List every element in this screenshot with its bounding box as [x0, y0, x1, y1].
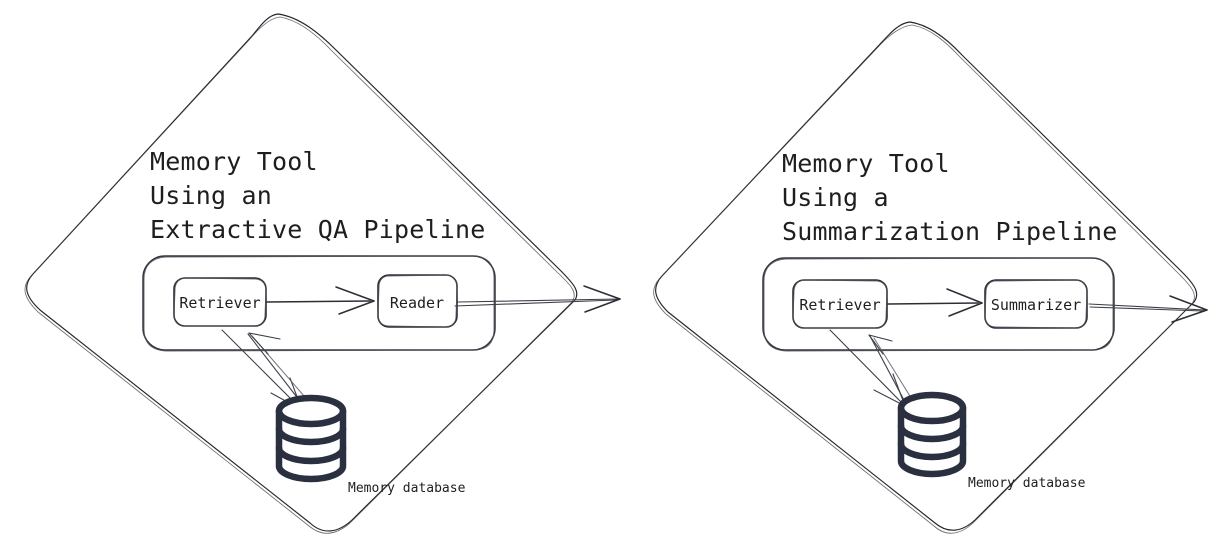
edge-reader-to-output-sketch [454, 299, 617, 307]
pipeline-container-sketch [143, 255, 495, 352]
pipeline-container [142, 255, 496, 351]
edge-database-to-retriever-arrowhead-b [868, 334, 884, 355]
edge-retriever-to-reader [266, 300, 371, 303]
panel-title-line-2: Using a [782, 183, 889, 212]
edge-retriever-to-database [221, 329, 301, 409]
node-summarizer-label: Summarizer [991, 296, 1081, 314]
panel-title-line-1: Memory Tool [782, 149, 950, 178]
panel-title-line-1: Memory Tool [150, 147, 318, 176]
edge-database-to-retriever-arrowhead-b [248, 332, 269, 355]
panel-diamond-outline-sketch [24, 16, 575, 534]
edge-database-to-retriever [247, 333, 304, 406]
edge-retriever-to-database [829, 329, 904, 405]
edge-summarizer-to-output [1088, 303, 1206, 311]
edge-database-to-retriever-arrowhead-a [248, 332, 281, 340]
database-cylinder-icon[interactable] [275, 394, 347, 483]
node-retriever-sketch [792, 279, 888, 329]
database-label: Memory database [348, 481, 466, 496]
node-retriever-label: Retriever [179, 294, 260, 312]
edge-database-to-retriever-sketch [873, 337, 914, 402]
edge-retriever-to-summarizer-arrowhead-top [946, 288, 983, 304]
panel-title-line-3: Extractive QA Pipeline [150, 215, 486, 244]
panel-diamond-outline-sketch [653, 24, 1195, 534]
edge-output-arrowhead-bottom [1171, 309, 1208, 323]
edge-reader-to-output [457, 298, 619, 303]
node-retriever-label: Retriever [799, 296, 880, 314]
panel-title-line-3: Summarization Pipeline [782, 217, 1118, 246]
database-label: Memory database [968, 476, 1086, 491]
edge-output-arrowhead-top [1169, 295, 1208, 311]
edge-retriever-to-summarizer [887, 302, 979, 305]
node-retriever-sketch [173, 277, 267, 327]
node-reader-sketch [377, 274, 458, 328]
panel-extractive-qa: Memory Tool Using an Extractive QA Pipel… [24, 13, 621, 534]
panel-diamond-outline [26, 13, 578, 532]
pipeline-container-sketch [763, 257, 1114, 352]
database-cylinder-icon[interactable] [897, 391, 967, 478]
edge-output-arrowhead-bottom [584, 298, 621, 313]
edge-summarizer-to-output-sketch [1089, 306, 1204, 312]
panel-diamond-outline [655, 21, 1198, 531]
node-summarizer-sketch [984, 279, 1088, 329]
edge-database-to-retriever [869, 335, 906, 403]
edge-database-to-retriever-arrowhead-a [868, 334, 893, 342]
edge-retriever-to-reader-arrowhead-bottom [338, 300, 375, 315]
panel-summarization: Memory Tool Using a Summarization Pipeli… [653, 21, 1208, 534]
pipeline-container [762, 257, 1115, 351]
panel-title-line-2: Using an [150, 181, 272, 210]
edge-retriever-to-reader-arrowhead-top [335, 286, 375, 302]
node-reader-label: Reader [390, 294, 444, 312]
edge-retriever-to-summarizer-arrowhead-bottom [948, 302, 983, 317]
edge-output-arrowhead-top [583, 285, 621, 300]
